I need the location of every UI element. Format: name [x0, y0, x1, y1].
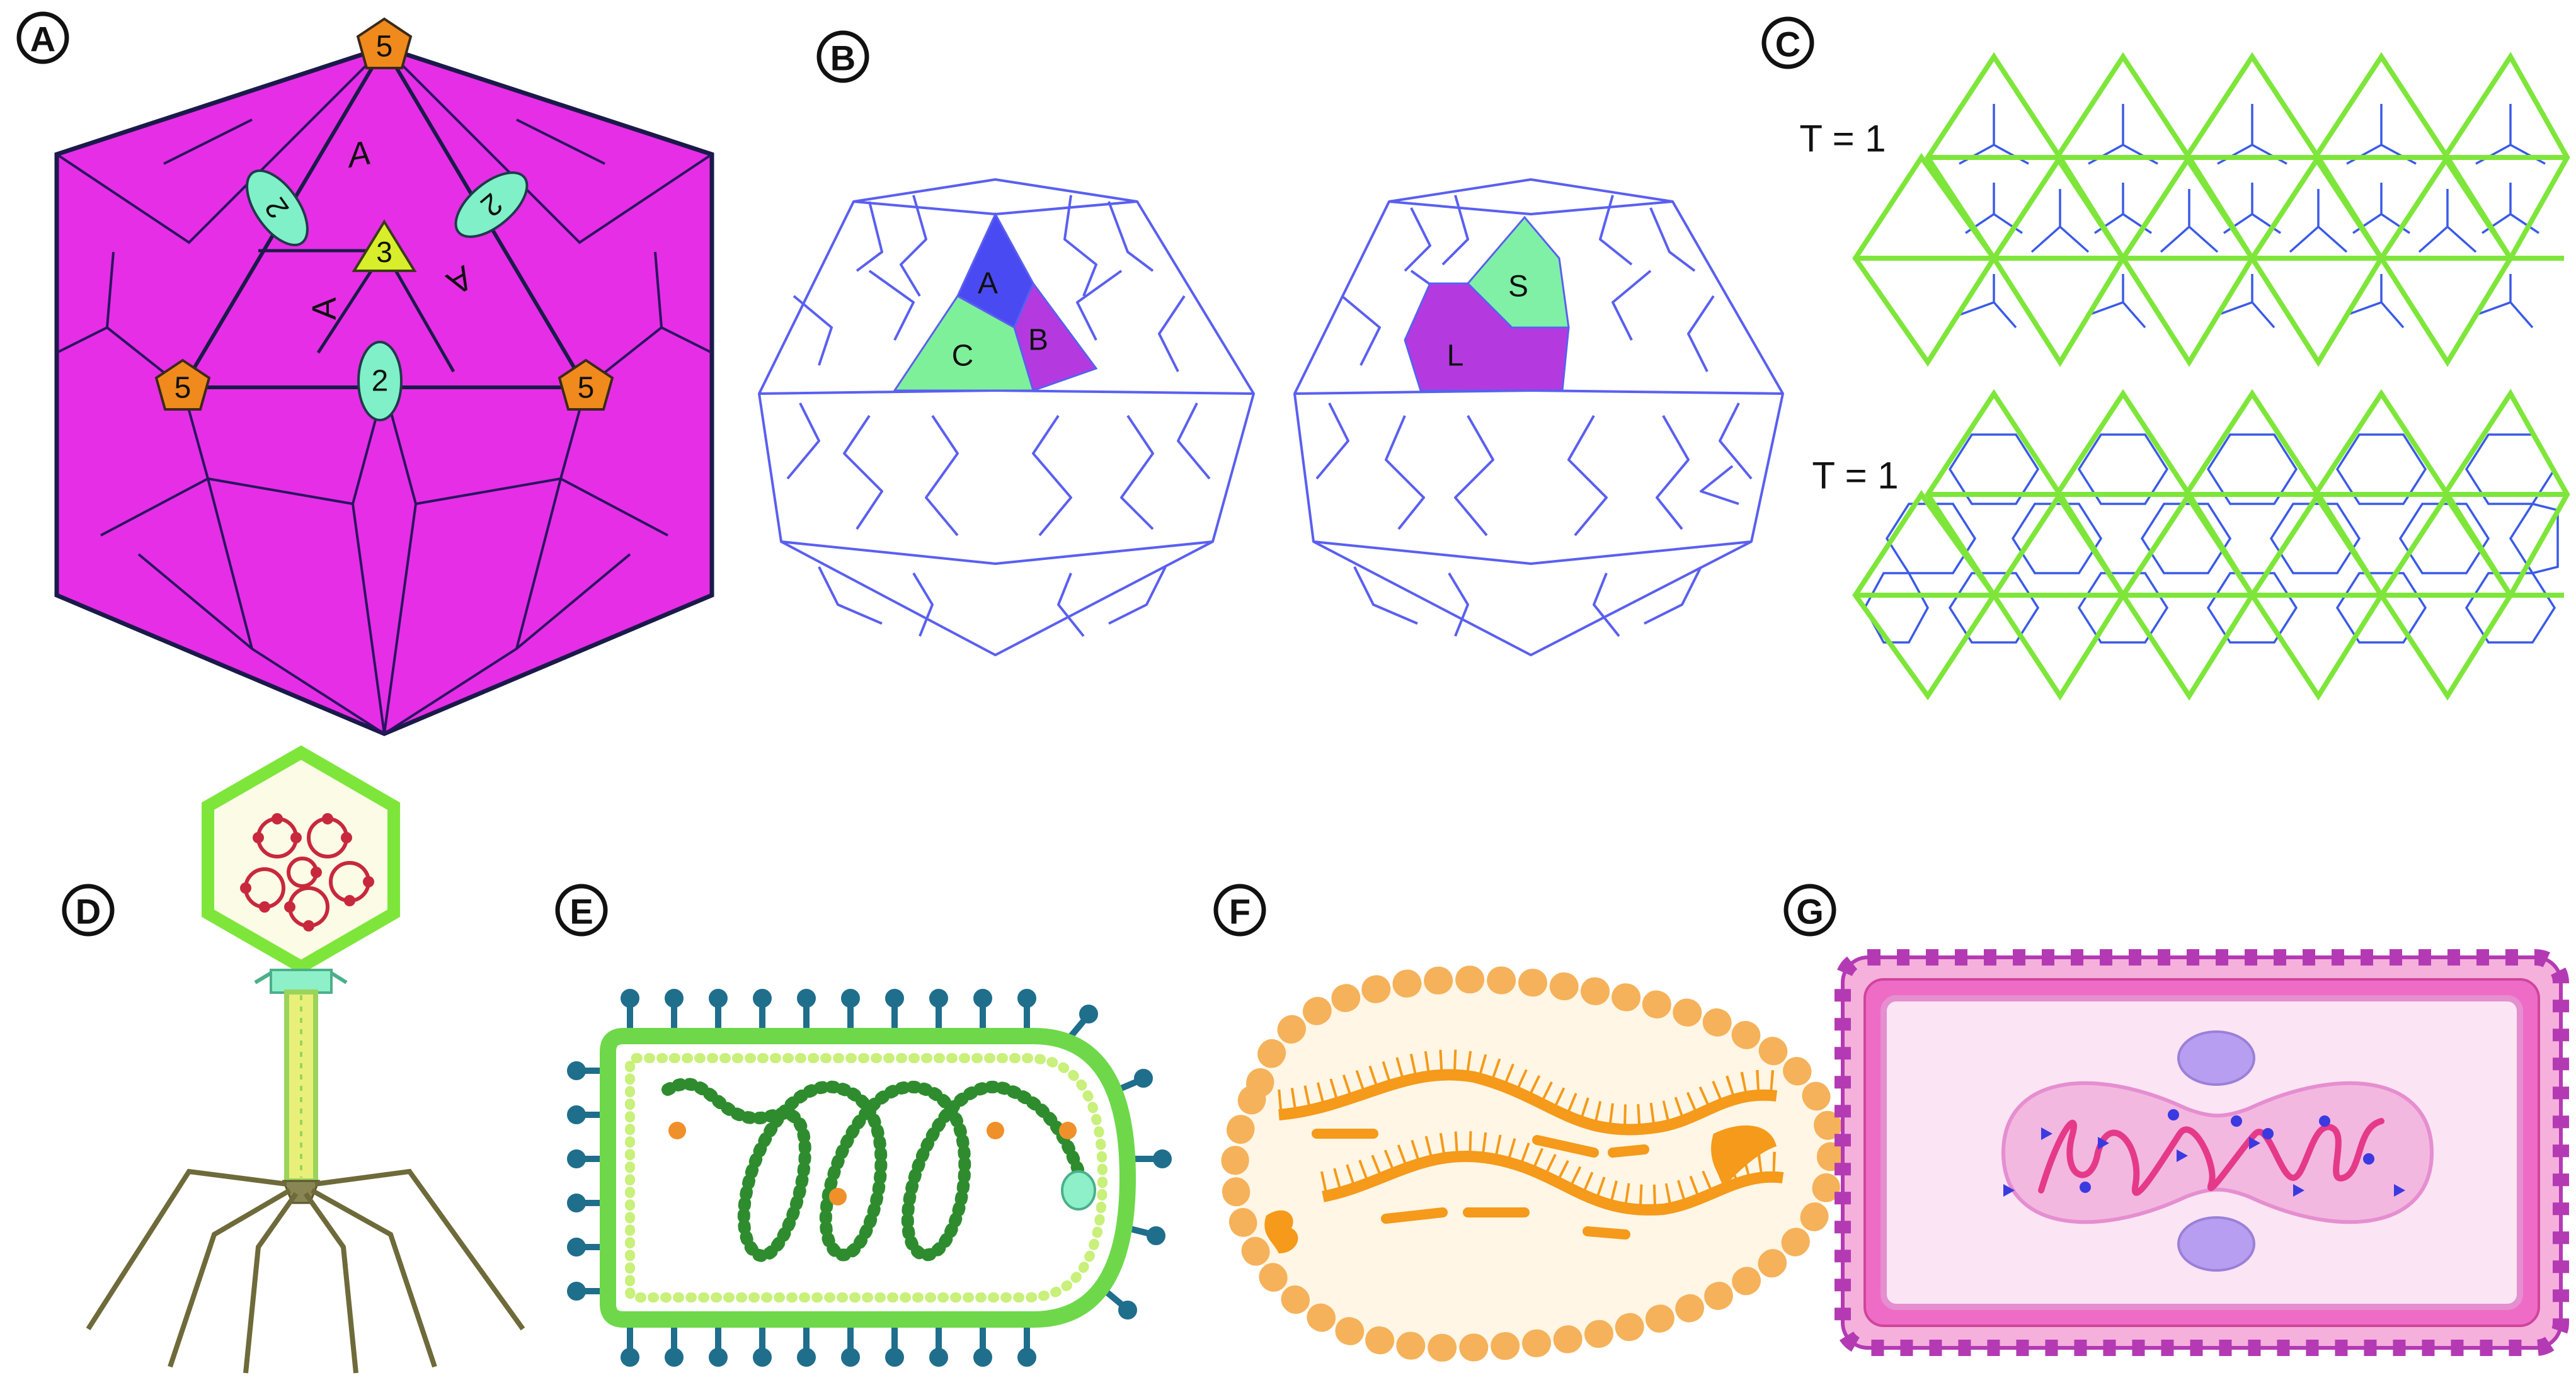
- viral-genome: [661, 1078, 1090, 1262]
- svg-text:A: A: [978, 267, 998, 300]
- svg-text:B: B: [1028, 324, 1048, 357]
- threefold-axis-marker: 3: [352, 219, 417, 272]
- fivefold-axis-marker: 5: [558, 358, 614, 411]
- twofold-axis-marker: 2: [246, 169, 309, 247]
- lattice-label-bottom: T = 1: [1812, 455, 1898, 497]
- panel-g-label: G: [1783, 884, 1836, 937]
- phage-collar: [270, 969, 333, 994]
- subunit-a-label: A: [306, 297, 343, 320]
- svg-text:S: S: [1508, 270, 1528, 304]
- rna-strands: [1278, 1049, 1785, 1240]
- svg-text:5: 5: [578, 372, 595, 405]
- svg-text:C: C: [1775, 25, 1800, 64]
- fivefold-axis-marker: 5: [356, 17, 413, 69]
- plasmid-bottom: [2177, 1216, 2255, 1272]
- panel-d-label: D: [62, 884, 115, 937]
- subunit-l-region: L: [1404, 282, 1570, 392]
- lattice-label-top: T = 1: [1799, 118, 1886, 160]
- viral-polymerase: [1061, 1170, 1096, 1211]
- phage-tail-fibers: [86, 1168, 525, 1374]
- enveloped-virus: [567, 989, 1172, 1367]
- svg-text:L: L: [1447, 339, 1464, 373]
- capsid-subunit-lines: [55, 46, 713, 735]
- t1-lattice-trimer: [1852, 52, 2570, 367]
- panel-c-label: C: [1761, 16, 1814, 69]
- panel-b-label: B: [816, 30, 869, 83]
- svg-text:A: A: [30, 20, 55, 59]
- panel-a: A A A A: [16, 11, 714, 736]
- svg-text:E: E: [570, 892, 593, 932]
- fivefold-axis-marker: 5: [154, 358, 211, 411]
- t1-lattice-hexamer: [1852, 389, 2570, 701]
- bacteriophage: [86, 745, 525, 1374]
- panel-f: F: [1213, 884, 1845, 1362]
- panel-d: D: [62, 745, 525, 1374]
- twofold-axis-marker: 2: [357, 341, 403, 421]
- panel-e-label: E: [555, 884, 608, 937]
- phage-dna-beads: [240, 813, 374, 932]
- panel-g: G: [1783, 884, 2569, 1356]
- protein-fragment: [1711, 1125, 1777, 1184]
- svg-text:5: 5: [376, 30, 393, 64]
- panel-c: C T = 1 T = 1: [1761, 16, 2570, 701]
- protein-fragment: [1264, 1210, 1298, 1253]
- svg-text:3: 3: [376, 236, 392, 268]
- panel-a-label: A: [16, 11, 69, 64]
- ribosome-dots: [2003, 1109, 2405, 1197]
- svg-text:C: C: [952, 339, 974, 373]
- svg-text:G: G: [1796, 892, 1824, 932]
- svg-text:F: F: [1229, 892, 1251, 932]
- twofold-axis-marker: 2: [454, 171, 529, 238]
- bacterial-cell: [1835, 949, 2569, 1356]
- envelope-spikes: [567, 989, 1172, 1367]
- panel-f-label: F: [1213, 884, 1266, 937]
- particle-shell: [1220, 966, 1845, 1362]
- viral-envelope: [600, 1028, 1136, 1328]
- subunit-c-region: C: [893, 295, 1035, 392]
- bacterial-chromosome: [2038, 1118, 2384, 1196]
- svg-text:5: 5: [175, 372, 192, 405]
- viral-proteins: [668, 1122, 1077, 1205]
- subunit-b-region: B: [1013, 282, 1098, 392]
- panel-e: E: [555, 884, 1172, 1367]
- svg-text:2: 2: [372, 365, 389, 398]
- plasmid-top: [2177, 1030, 2255, 1086]
- svg-text:B: B: [830, 38, 856, 78]
- subunit-s-region: S: [1466, 215, 1570, 329]
- svg-text:D: D: [76, 892, 101, 932]
- panel-b: B A B C: [758, 30, 1784, 656]
- capsid-model-left: [758, 178, 1255, 656]
- viroid-particle: [1220, 966, 1845, 1362]
